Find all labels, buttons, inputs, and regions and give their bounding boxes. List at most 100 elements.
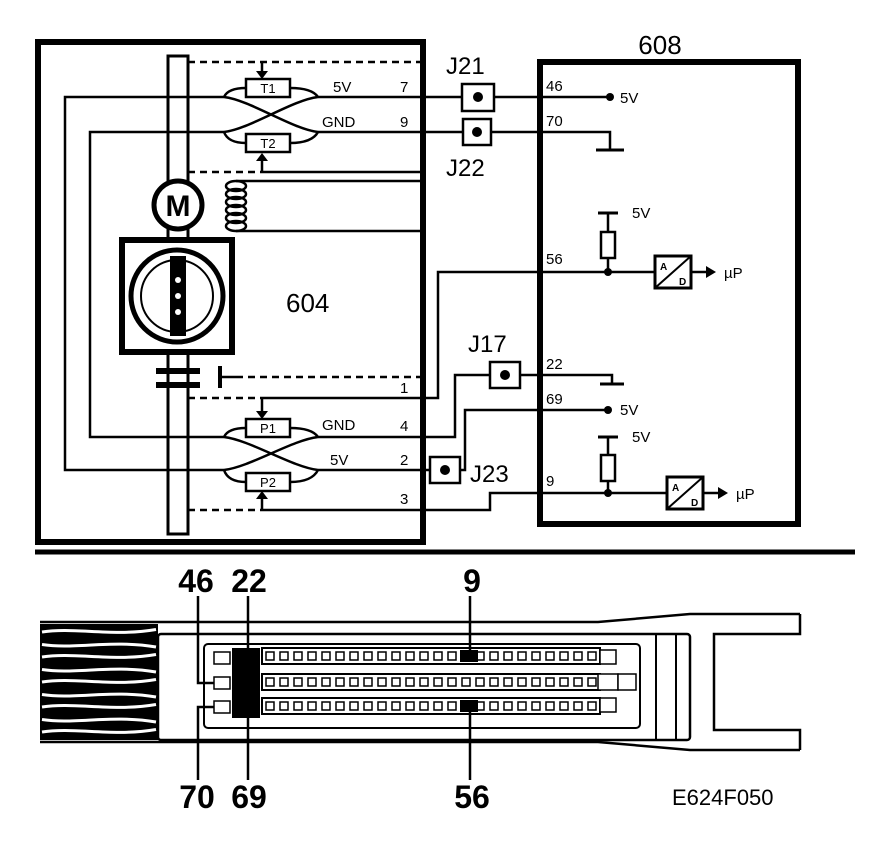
connector-pin bbox=[213, 651, 231, 665]
connector-pin bbox=[377, 651, 387, 661]
connector-label-9: 9 bbox=[463, 563, 481, 599]
t-sensor-crossing bbox=[222, 86, 320, 145]
connector-pin bbox=[503, 701, 513, 711]
junction-j21-label: J21 bbox=[446, 53, 485, 80]
connector-label-70: 70 bbox=[179, 779, 215, 815]
junction-j23-label: J23 bbox=[470, 461, 509, 488]
connector-pin bbox=[265, 701, 275, 711]
p-sensor-crossing bbox=[222, 426, 320, 484]
connector-pin bbox=[559, 677, 569, 687]
connector-outline-bottom bbox=[40, 740, 800, 752]
supply-46-label: 5V bbox=[620, 90, 638, 107]
cable-strand bbox=[41, 703, 157, 709]
connector-end-pin bbox=[599, 649, 617, 665]
connector-bracket bbox=[712, 614, 802, 750]
connector-pin bbox=[433, 651, 443, 661]
motor-label: M bbox=[166, 190, 191, 223]
connector-pin bbox=[587, 651, 597, 661]
connector-pin bbox=[433, 677, 443, 687]
connector-pin bbox=[377, 677, 387, 687]
wire-j23-to-69 bbox=[460, 408, 608, 472]
wire-j22-to-70 bbox=[491, 130, 612, 150]
connector: 46 22 9 70 69 56 bbox=[40, 563, 802, 815]
connector-pin-70 bbox=[213, 700, 231, 714]
connector-pin bbox=[405, 677, 415, 687]
throttle-plate-dot bbox=[175, 293, 181, 299]
t1-p2-loop-wire bbox=[63, 95, 224, 472]
connector-pin bbox=[531, 677, 541, 687]
connector-label-46: 46 bbox=[178, 563, 214, 599]
connector-end-pin bbox=[597, 673, 619, 691]
leader-70 bbox=[196, 705, 214, 780]
connector-pin bbox=[321, 701, 331, 711]
module-608: 608 46 5V 70 5V 56 A D µP 22 69 5V 5V 9 bbox=[537, 30, 801, 527]
module-604-box bbox=[35, 39, 426, 545]
junction-j22-dot bbox=[472, 127, 482, 137]
connector-pin-56 bbox=[460, 700, 478, 712]
t1-wiper-arrow bbox=[256, 71, 268, 79]
sensor-t1 bbox=[244, 77, 292, 99]
figure-code: E624F050 bbox=[672, 785, 774, 810]
connector-pin bbox=[391, 677, 401, 687]
p1-wiper-arrow bbox=[256, 411, 268, 419]
pin-69-label: 69 bbox=[546, 391, 563, 408]
connector-pin bbox=[447, 651, 457, 661]
connector-pin bbox=[587, 701, 597, 711]
connector-label-69: 69 bbox=[231, 779, 267, 815]
junction-j17-label: J17 bbox=[468, 331, 507, 358]
adc-1-target-label: µP bbox=[724, 265, 743, 282]
connector-pin bbox=[363, 701, 373, 711]
connector-pin bbox=[545, 701, 555, 711]
connector-pin bbox=[349, 651, 359, 661]
adc-1-output-label: D bbox=[679, 277, 686, 288]
coil-leads bbox=[236, 179, 423, 233]
adc-1-diagonal bbox=[654, 255, 692, 289]
throttle-plate-dot bbox=[175, 277, 181, 283]
connector-pin bbox=[335, 651, 345, 661]
connector-pin bbox=[265, 677, 275, 687]
shaft-coupling bbox=[156, 368, 200, 374]
t2-ground-label: GND bbox=[322, 114, 356, 131]
t2-wiper-arrow bbox=[256, 153, 268, 161]
wire-p1-ground-to-22 bbox=[318, 373, 490, 439]
connector-pin bbox=[293, 651, 303, 661]
connector-pins bbox=[265, 651, 597, 711]
connector-pin bbox=[531, 651, 541, 661]
sensor-p1-label: P1 bbox=[260, 421, 276, 436]
connector-pin bbox=[461, 677, 471, 687]
connector-pin bbox=[293, 701, 303, 711]
wire-j17-to-22 bbox=[520, 373, 614, 384]
harness-wires bbox=[262, 95, 667, 512]
resistor-2-node bbox=[604, 489, 612, 497]
p2-wiper-arrow bbox=[256, 491, 268, 499]
adc-1-input-label: A bbox=[660, 262, 667, 273]
connector-pin bbox=[405, 651, 415, 661]
pin-9-608-label: 9 bbox=[546, 473, 554, 490]
pin-3-label: 3 bbox=[400, 491, 408, 508]
coil-icon bbox=[224, 179, 248, 233]
module-604-label: 604 bbox=[286, 288, 329, 318]
connector-label-22: 22 bbox=[231, 563, 267, 599]
cable-strand bbox=[41, 628, 157, 634]
connector-pin bbox=[363, 677, 373, 687]
module-608-label: 608 bbox=[638, 30, 681, 60]
resistor-1-node bbox=[604, 268, 612, 276]
connector-pin bbox=[475, 677, 485, 687]
connector-outline-top bbox=[40, 612, 800, 624]
connector-pin bbox=[321, 677, 331, 687]
junction-j21-dot bbox=[473, 92, 483, 102]
junction-j17-dot bbox=[500, 370, 510, 380]
connector-pin bbox=[307, 701, 317, 711]
connector-pin bbox=[293, 677, 303, 687]
connector-pin bbox=[517, 651, 527, 661]
wire-p2-signal-to-9 bbox=[262, 491, 667, 512]
connector-pin bbox=[349, 677, 359, 687]
connector-pin bbox=[405, 701, 415, 711]
sensor-p1 bbox=[244, 417, 292, 439]
pin-4-label: 4 bbox=[400, 418, 408, 435]
adc-2-arrow-icon bbox=[718, 487, 728, 499]
adc-2-target-label: µP bbox=[736, 486, 755, 503]
connector-pin bbox=[419, 677, 429, 687]
pin-70-label: 70 bbox=[546, 113, 563, 130]
